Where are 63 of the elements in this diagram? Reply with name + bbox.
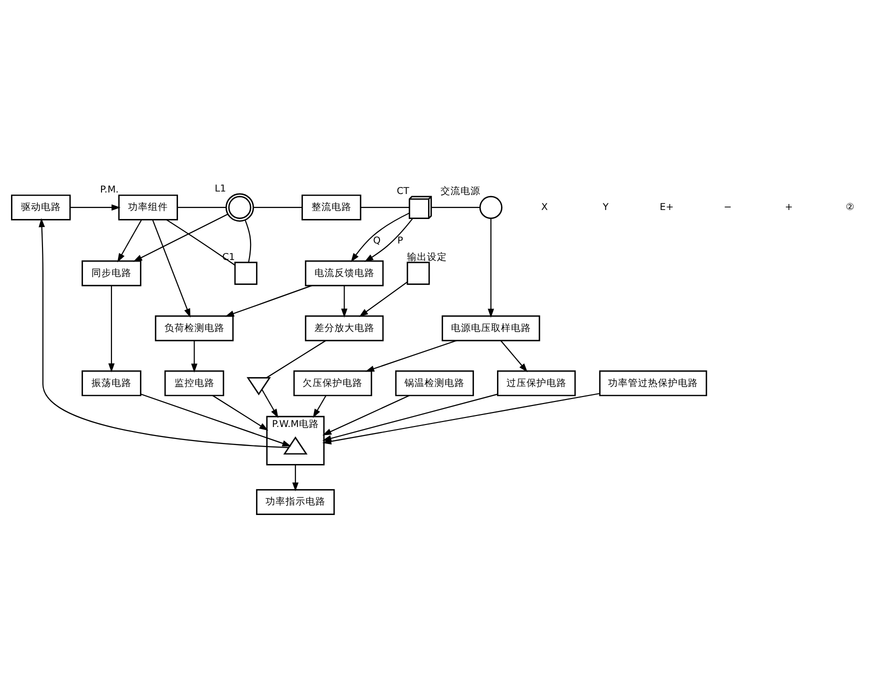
arrow	[191, 340, 198, 373]
arrow	[292, 464, 299, 492]
connector	[177, 206, 226, 208]
label: E+	[660, 202, 674, 213]
node-box: 过压保护电路	[497, 370, 576, 396]
arrow	[117, 220, 142, 262]
arrow	[364, 218, 413, 262]
node-label: 交流电源	[440, 186, 480, 198]
node-box: 整流电路	[302, 194, 362, 220]
node-box: 振荡电路	[82, 370, 142, 396]
node-box: 电源电压取样电路	[442, 315, 540, 342]
connector	[166, 219, 236, 266]
arrow	[312, 395, 326, 418]
arrow	[350, 212, 410, 262]
node-diode	[246, 377, 271, 396]
arrow	[212, 395, 268, 431]
arrow	[225, 285, 312, 317]
node-box: 驱动电路	[11, 194, 71, 220]
cluster: P.W.M电路	[266, 416, 325, 466]
node-box: 负荷检测电路	[154, 315, 234, 342]
node-label: CT	[396, 186, 410, 198]
arrow	[500, 340, 528, 372]
arrow	[38, 218, 289, 448]
label: X	[541, 202, 548, 213]
node-box: 电流反馈电路	[304, 260, 384, 286]
node-coil	[226, 193, 254, 222]
label: +	[784, 202, 793, 213]
node-label: 输出设定	[407, 252, 448, 263]
node-triangle	[283, 436, 308, 455]
node-box: 监控电路	[164, 370, 224, 396]
arrow	[152, 220, 190, 318]
node-box: 功率组件	[118, 194, 178, 220]
node-box: 功率管过热保护电路	[599, 370, 708, 396]
label: ②	[846, 202, 854, 213]
node-box: 差分放大电路	[304, 315, 384, 342]
edge-label: P	[397, 236, 404, 247]
arrow	[262, 389, 278, 418]
connector	[431, 206, 480, 208]
arrow	[70, 204, 121, 211]
arrow	[365, 340, 457, 372]
arrow	[140, 394, 292, 446]
connector	[253, 206, 302, 208]
node-label: P.M.	[100, 184, 119, 196]
node-label: L1	[214, 183, 226, 194]
arrow	[359, 281, 408, 317]
node-box: 功率指示电路	[256, 489, 335, 515]
node-resistor	[406, 262, 430, 285]
node-capacitor	[234, 262, 258, 285]
label: −	[724, 202, 732, 213]
arrow	[322, 395, 410, 436]
arrow	[108, 286, 115, 372]
node-box: 同步电路	[82, 260, 142, 286]
connector	[360, 206, 410, 208]
arrow	[488, 218, 494, 318]
edge-label: Q	[373, 236, 381, 247]
connector	[266, 340, 326, 378]
node-box: 欠压保护电路	[293, 370, 372, 396]
arrow	[133, 214, 228, 262]
arrow	[341, 286, 348, 318]
node-box: 锅温检测电路	[395, 370, 474, 396]
label: Y	[602, 202, 609, 213]
connector	[244, 220, 252, 262]
node-circle	[479, 196, 502, 220]
